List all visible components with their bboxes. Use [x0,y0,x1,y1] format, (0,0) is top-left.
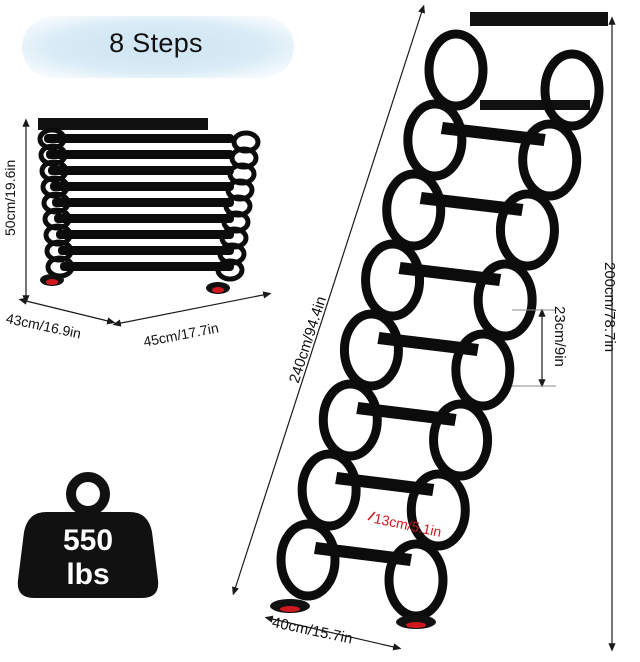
folded-depth-line [18,297,116,325]
ladder-tread [356,402,457,426]
ladder-tread [440,122,546,146]
folded-rung [58,246,234,255]
ladder-loop-right [495,189,559,271]
folded-rung [44,134,234,143]
ladder-loop-left [361,239,425,321]
folded-top-bracket [38,118,208,130]
weight-capacity-unit: lbs [66,558,110,591]
folded-rung [48,166,234,175]
steps-count-label: 8 Steps [109,28,203,58]
ladder-width-line [264,615,402,651]
step-spacing-label: 23cm/9in [551,306,568,367]
ladder-loop-left [318,379,382,461]
ladder-loop-left [403,99,467,181]
ladder-loop-left [297,449,361,531]
ladder-height-label: 200cm/78.7in [601,262,618,353]
ladder-tread [377,332,479,356]
ladder-loop-right [451,329,515,411]
ladder-tread [314,542,412,566]
ladder-loop-left [424,29,488,111]
ladder-loop-right [518,119,582,201]
top-mount-bracket [470,12,608,26]
folded-width-line [112,291,272,327]
mid-mount-bracket [480,100,590,110]
ladder-tread [398,262,502,286]
folded-rung [54,214,234,223]
ladder-loop-right [429,399,493,481]
folded-rung [52,198,234,207]
ladder-length-line [232,4,425,596]
ladder-tread [419,192,524,216]
weight-capacity-icon [17,472,159,598]
ladder-loop-left [276,519,340,601]
folded-rung [50,182,234,191]
ladder-loop-right [540,49,604,131]
folded-rung [60,262,234,271]
tread-depth-marker [367,511,376,521]
ladder-loop-left [339,309,403,391]
ladder-loop-right [473,259,537,341]
folded-ladder-image [37,118,261,294]
folded-height-label: 50cm/19.6in [2,159,18,236]
weight-capacity-value: 550 [62,524,114,557]
ladder-loop-left [382,169,446,251]
ladder-tread [335,472,435,496]
folded-rung [46,150,234,159]
folded-rung [56,230,234,239]
